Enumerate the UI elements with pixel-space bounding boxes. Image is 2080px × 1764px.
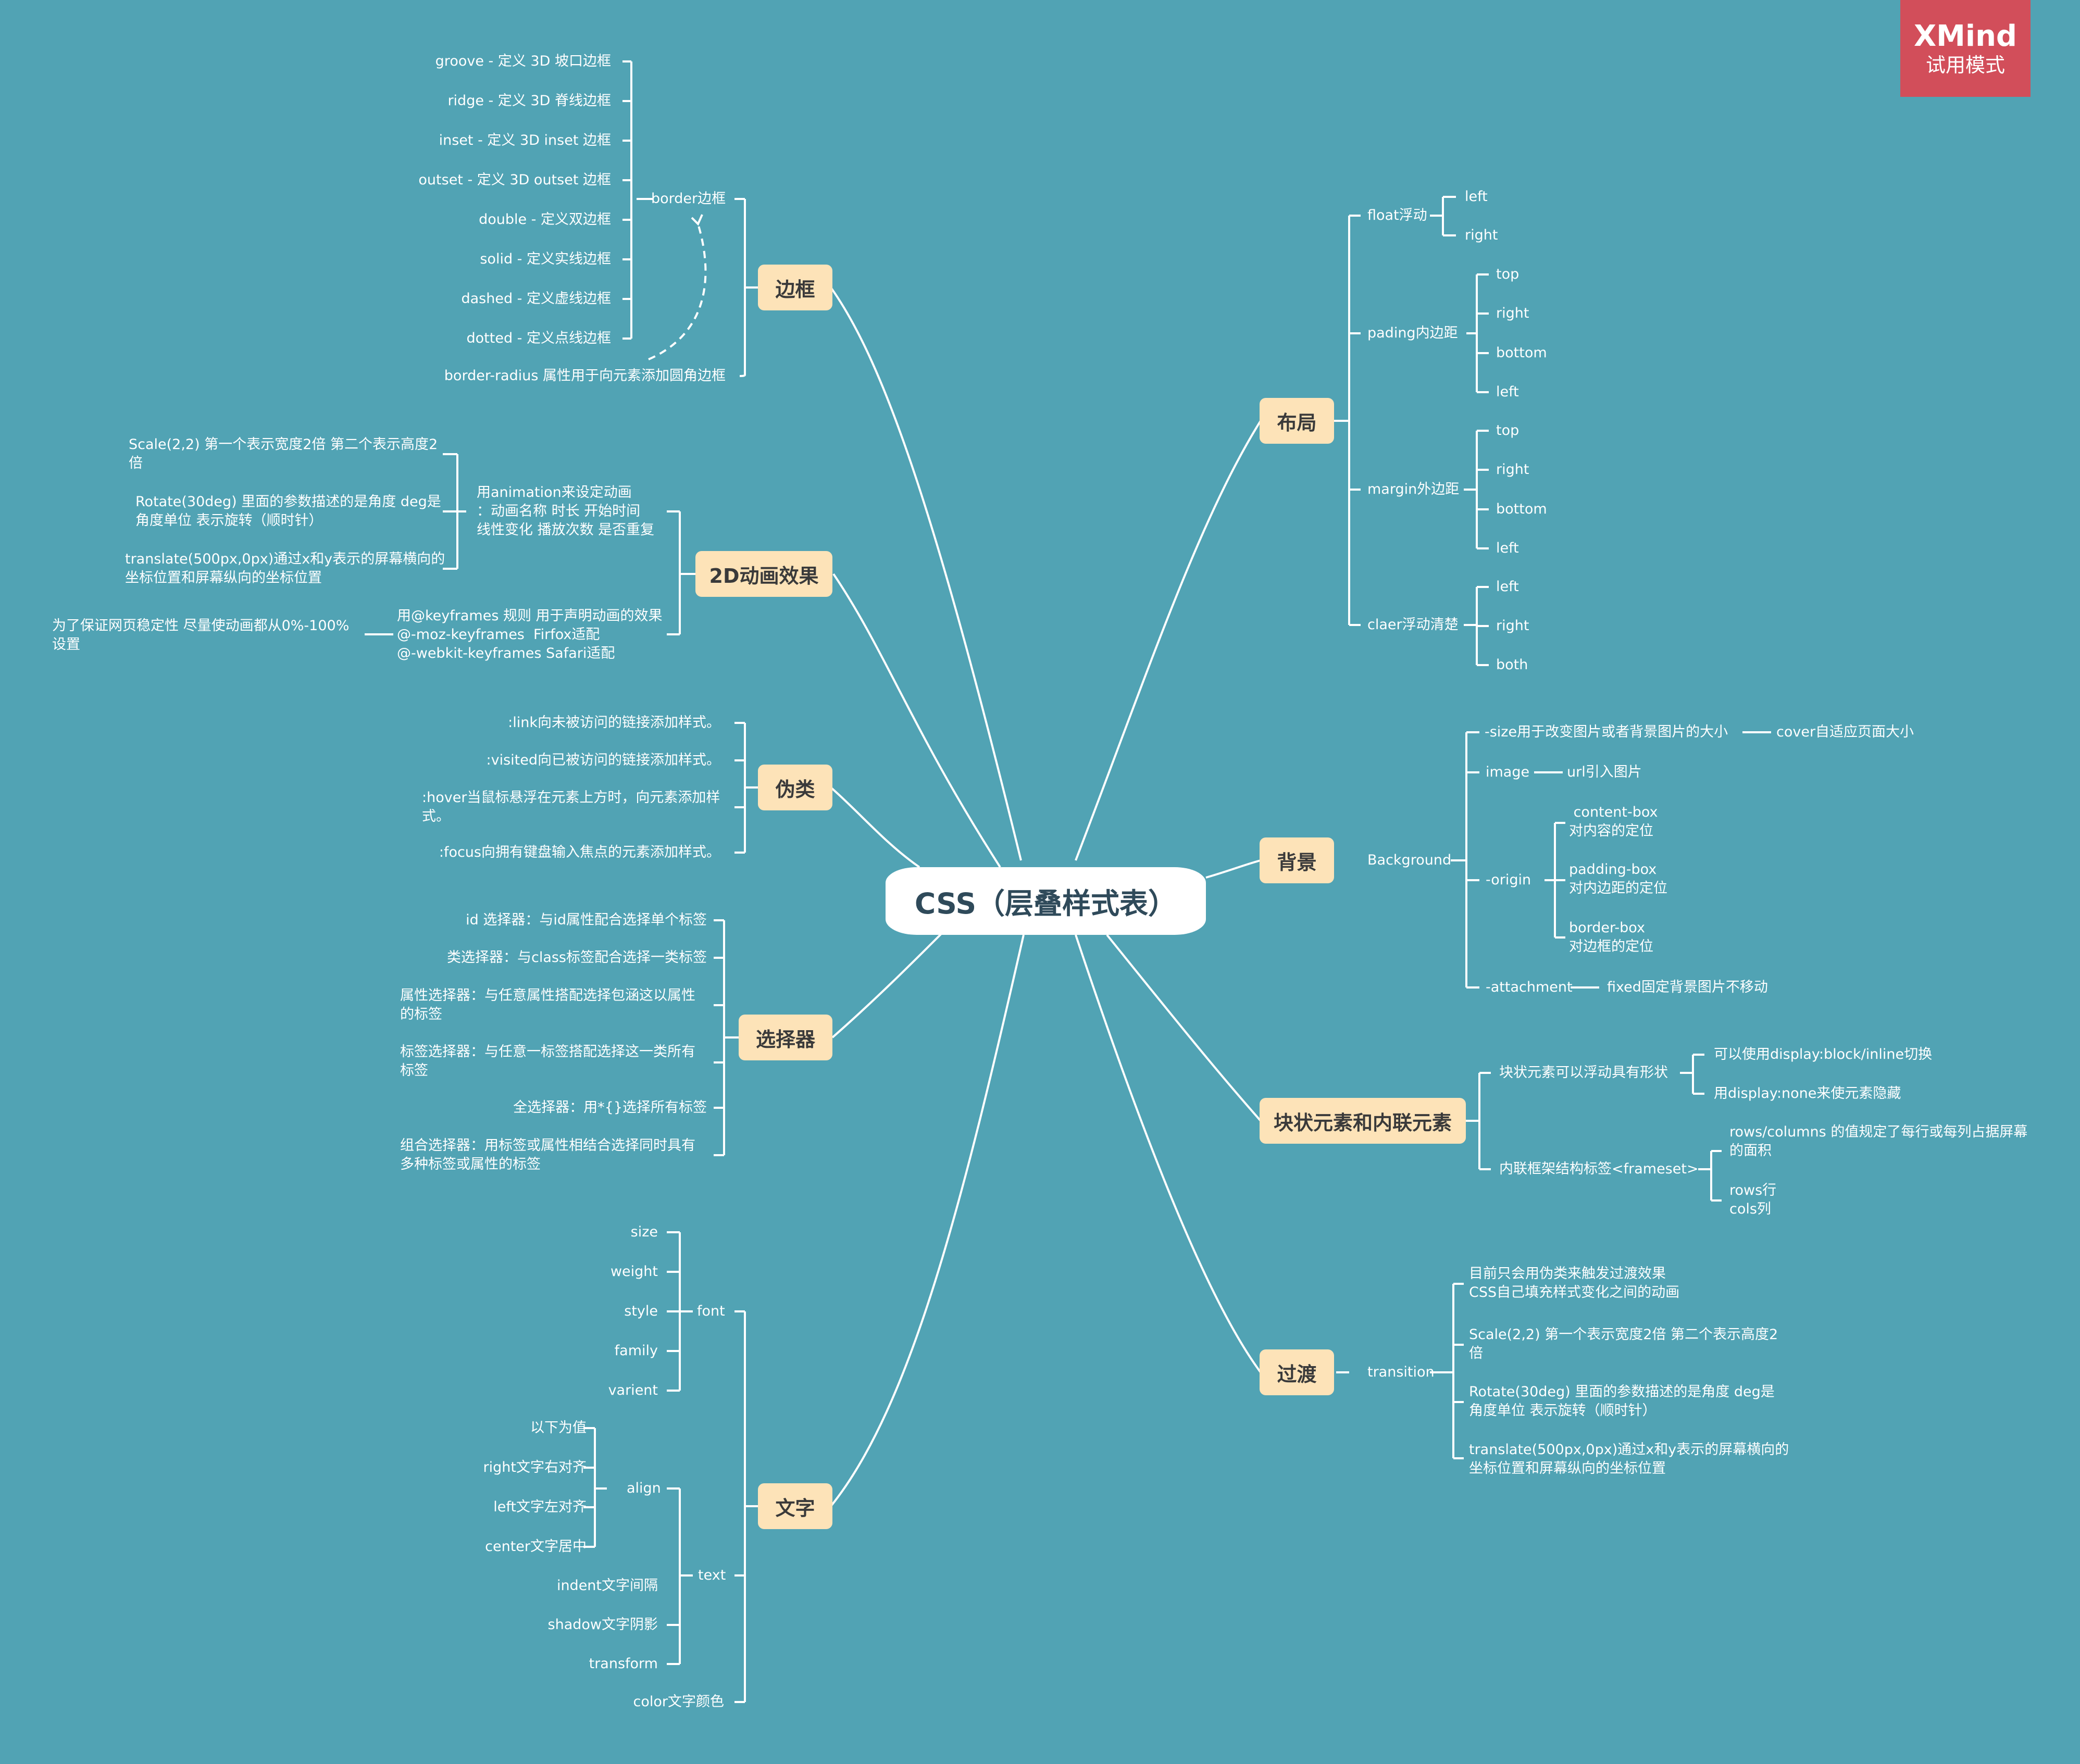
topic-2d-animation[interactable]: 2D动画效果	[695, 551, 832, 597]
layout-float[interactable]: float浮动	[1367, 207, 1427, 223]
origin-padding-box[interactable]: padding-box 对内边距的定位	[1569, 861, 1667, 896]
font-family[interactable]: family	[614, 1343, 658, 1359]
selector-attribute[interactable]: 属性选择器：与任意属性搭配选择包涵这以属性 的标签	[400, 987, 695, 1022]
topic-background[interactable]: 背景	[1260, 837, 1334, 883]
font-varient[interactable]: varient	[608, 1382, 658, 1398]
text-align[interactable]: align	[627, 1480, 661, 1496]
selector-tag[interactable]: 标签选择器：与任意一标签搭配选择这一类所有 标签	[400, 1044, 695, 1079]
border-style-double[interactable]: double - 定义双边框	[479, 211, 611, 228]
padding-right[interactable]: right	[1496, 305, 1529, 321]
animation-note[interactable]: 用animation来设定动画 ：动画名称 时长 开始时间 线性变化 播放次数 …	[477, 484, 655, 538]
padding-left[interactable]: left	[1496, 384, 1519, 400]
keyframes-note[interactable]: 用@keyframes 规则 用于声明动画的效果 @-moz-keyframes…	[397, 608, 663, 661]
text-font[interactable]: font	[697, 1303, 725, 1319]
xmind-trial-badge: XMind 试用模式	[1900, 0, 2031, 97]
clear-right[interactable]: right	[1496, 618, 1529, 634]
padding-top[interactable]: top	[1496, 266, 1519, 282]
text-indent[interactable]: indent文字间隔	[556, 1578, 658, 1594]
border-style-inset[interactable]: inset - 定义 3D inset 边框	[439, 132, 611, 148]
clear-left[interactable]: left	[1496, 579, 1519, 595]
transition-note-pseudo[interactable]: 目前只会用伪类来触发过渡效果 CSS自己填充样式变化之间的动画	[1469, 1266, 1680, 1300]
border-label[interactable]: border边框	[651, 191, 726, 207]
block-display-none[interactable]: 用display:none来使元素隐藏	[1714, 1085, 1901, 1102]
transition-note-rotate[interactable]: Rotate(30deg) 里面的参数描述的是角度 deg是 角度单位 表示旋转…	[1469, 1384, 1775, 1419]
margin-left[interactable]: left	[1496, 540, 1519, 556]
topic-pseudo-class[interactable]: 伪类	[758, 765, 832, 810]
border-radius-note[interactable]: border-radius 属性用于向元素添加圆角边框	[444, 368, 726, 384]
text-text[interactable]: text	[698, 1567, 726, 1583]
float-left[interactable]: left	[1465, 189, 1488, 205]
background-size[interactable]: -size用于改变图片或者背景图片的大小	[1485, 724, 1728, 740]
xmind-logo-text: XMind	[1913, 19, 2017, 53]
topic-text[interactable]: 文字	[758, 1483, 832, 1529]
animation-stability-note[interactable]: 为了保证网页稳定性 尽量使动画都从0%-100% 设置	[52, 618, 350, 653]
topic-border[interactable]: 边框	[758, 265, 832, 310]
rotate-note[interactable]: Rotate(30deg) 里面的参数描述的是角度 deg是 角度单位 表示旋转…	[135, 494, 441, 529]
layout-padding[interactable]: pading内边距	[1367, 325, 1458, 341]
pseudo-focus[interactable]: :focus向拥有键盘输入焦点的元素添加样式。	[439, 844, 720, 860]
topic-selector[interactable]: 选择器	[739, 1015, 832, 1060]
layout-clear[interactable]: claer浮动清楚	[1367, 617, 1459, 633]
central-topic[interactable]: CSS（层叠样式表）	[886, 867, 1206, 935]
topic-transition[interactable]: 过渡	[1260, 1349, 1334, 1395]
font-size[interactable]: size	[630, 1224, 658, 1240]
border-style-dashed[interactable]: dashed - 定义虚线边框	[461, 291, 611, 307]
background-origin[interactable]: -origin	[1486, 872, 1531, 888]
margin-top[interactable]: top	[1496, 422, 1519, 439]
font-weight[interactable]: weight	[610, 1263, 658, 1280]
transition-note-scale[interactable]: Scale(2,2) 第一个表示宽度2倍 第二个表示高度2 倍	[1469, 1327, 1778, 1361]
background-attachment-value[interactable]: fixed固定背景图片不移动	[1607, 979, 1768, 995]
frameset-rows-columns[interactable]: rows/columns 的值规定了每行或每列占据屏幕 的面积	[1729, 1124, 2028, 1159]
trial-mode-text: 试用模式	[1925, 54, 2005, 77]
origin-border-box[interactable]: border-box 对边框的定位	[1569, 920, 1653, 955]
layout-margin[interactable]: margin外边距	[1367, 481, 1460, 497]
origin-content-box[interactable]: content-box 对内容的定位	[1569, 804, 1658, 839]
background-image-value[interactable]: url引入图片	[1567, 764, 1642, 780]
text-color[interactable]: color文字颜色	[633, 1694, 725, 1710]
background-size-value[interactable]: cover自适应页面大小	[1776, 724, 1914, 740]
selector-universal[interactable]: 全选择器：用*{}选择所有标签	[513, 1099, 707, 1116]
text-shadow[interactable]: shadow文字阴影	[547, 1617, 658, 1633]
padding-bottom[interactable]: bottom	[1496, 345, 1547, 361]
align-right[interactable]: right文字右对齐	[483, 1459, 587, 1475]
selector-id[interactable]: id 选择器：与id属性配合选择单个标签	[466, 912, 707, 928]
transition-note-translate[interactable]: translate(500px,0px)通过x和y表示的屏幕横向的 坐标位置和屏…	[1469, 1442, 1789, 1477]
border-style-solid[interactable]: solid - 定义实线边框	[480, 251, 611, 267]
background-label[interactable]: Background	[1367, 852, 1452, 868]
margin-right[interactable]: right	[1496, 461, 1529, 478]
pseudo-link[interactable]: :link向未被访问的链接添加样式。	[508, 715, 720, 731]
align-values[interactable]: 以下为值	[530, 1420, 587, 1436]
border-style-groove[interactable]: groove - 定义 3D 坡口边框	[435, 53, 611, 69]
frameset-rows-cols[interactable]: rows行 cols列	[1729, 1182, 1777, 1217]
align-center[interactable]: center文字居中	[485, 1538, 587, 1555]
block-frameset[interactable]: 内联框架结构标签<frameset>	[1499, 1161, 1699, 1177]
selector-combined[interactable]: 组合选择器：用标签或属性相结合选择同时具有 多种标签或属性的标签	[400, 1137, 695, 1172]
margin-bottom[interactable]: bottom	[1496, 501, 1547, 517]
transition-label[interactable]: transition	[1367, 1364, 1435, 1380]
clear-both[interactable]: both	[1496, 657, 1528, 673]
topic-block-inline[interactable]: 块状元素和内联元素	[1260, 1098, 1466, 1144]
pseudo-hover[interactable]: :hover当鼠标悬浮在元素上方时，向元素添加样 式。	[422, 790, 720, 824]
border-style-outset[interactable]: outset - 定义 3D outset 边框	[418, 172, 611, 188]
font-style[interactable]: style	[624, 1303, 658, 1319]
align-left[interactable]: left文字左对齐	[493, 1499, 587, 1515]
block-display-switch[interactable]: 可以使用display:block/inline切换	[1714, 1046, 1933, 1062]
background-image[interactable]: image	[1486, 764, 1530, 780]
border-style-ridge[interactable]: ridge - 定义 3D 脊线边框	[447, 93, 611, 109]
translate-note[interactable]: translate(500px,0px)通过x和y表示的屏幕横向的 坐标位置和屏…	[125, 551, 445, 586]
scale-note[interactable]: Scale(2,2) 第一个表示宽度2倍 第二个表示高度2 倍	[129, 436, 438, 471]
background-attachment[interactable]: -attachment	[1486, 979, 1573, 995]
block-float-shape[interactable]: 块状元素可以浮动具有形状	[1499, 1065, 1668, 1081]
float-right[interactable]: right	[1465, 227, 1498, 243]
text-transform[interactable]: transform	[589, 1656, 658, 1672]
topic-layout[interactable]: 布局	[1260, 398, 1334, 444]
selector-class[interactable]: 类选择器：与class标签配合选择一类标签	[446, 949, 707, 966]
border-style-dotted[interactable]: dotted - 定义点线边框	[466, 330, 612, 346]
pseudo-visited[interactable]: :visited向已被访问的链接添加样式。	[486, 752, 720, 768]
